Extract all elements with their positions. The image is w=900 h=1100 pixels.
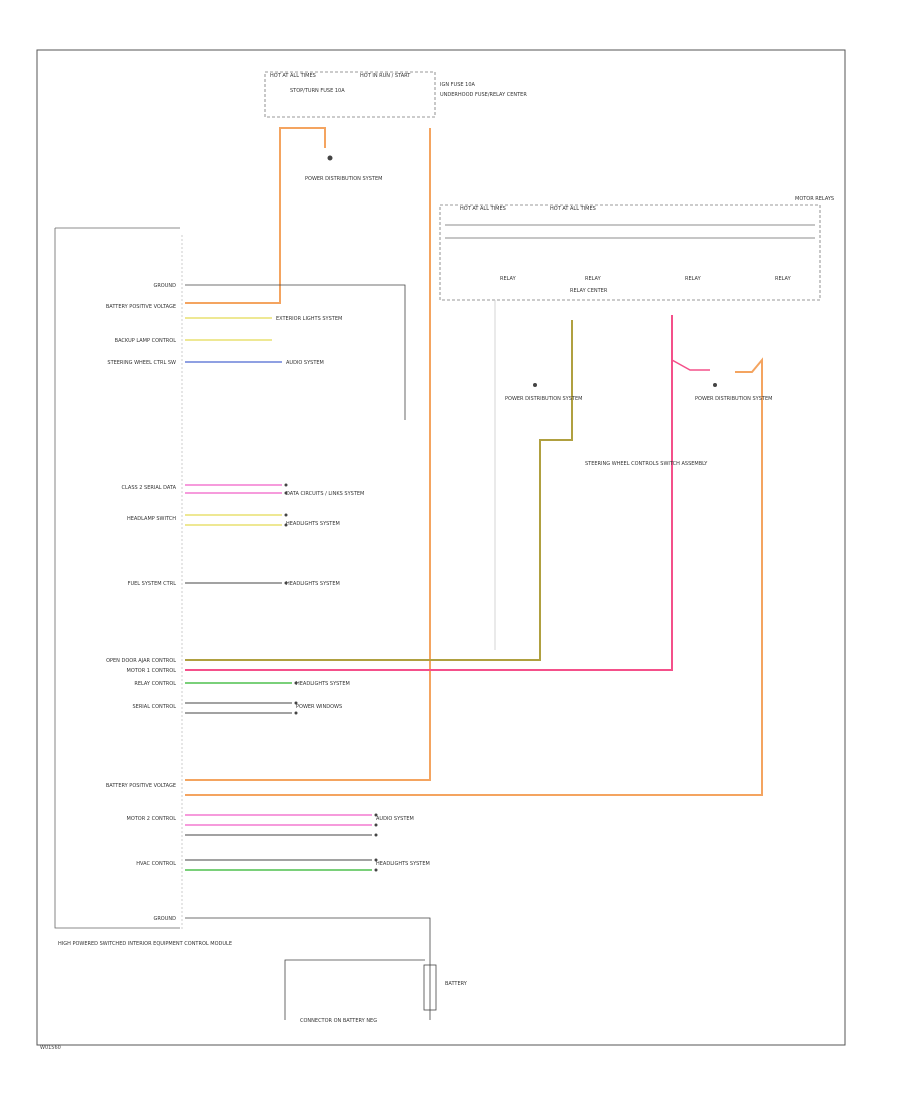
dest-label: EXTERIOR LIGHTS SYSTEM	[276, 316, 342, 322]
ground-symbol-icon-2	[533, 383, 537, 387]
dest-label: DATA CIRCUITS / LINKS SYSTEM	[286, 491, 364, 497]
bottom-ground-label: CONNECTOR ON BATTERY NEG	[300, 1018, 377, 1024]
ground-symbol-icon	[327, 155, 333, 161]
wire-orange-bat	[185, 128, 431, 781]
relay-2: RELAY	[585, 276, 602, 282]
section-label: GROUND	[153, 916, 176, 922]
section-label: BATTERY POSITIVE VOLTAGE	[106, 304, 176, 310]
wire-olive	[185, 320, 573, 661]
relay-box	[439, 204, 821, 301]
relay-3: RELAY	[685, 276, 702, 282]
section-label: FUEL SYSTEM CTRL	[128, 581, 177, 587]
wire-pink-relay	[671, 359, 710, 371]
battery-icon	[423, 964, 437, 1011]
dest-label: HEADLIGHTS SYSTEM	[376, 861, 430, 867]
dest-label: HEADLIGHTS SYSTEM	[296, 681, 350, 687]
relay-header-right: HOT AT ALL TIMES	[550, 206, 596, 212]
ground-symbol-icon-3	[713, 383, 717, 387]
section-label: GROUND	[153, 283, 176, 289]
top-fuse-left-label: STOP/TURN FUSE 10A	[290, 88, 345, 94]
wire-ground-top	[185, 284, 406, 420]
dest-label: POWER WINDOWS	[296, 704, 342, 710]
top-fuse-block: HOT AT ALL TIMES HOT IN RUN / START STOP…	[264, 71, 527, 182]
top-fuse-box	[264, 71, 436, 118]
section-label: HVAC CONTROL	[136, 861, 176, 867]
relay-title: MOTOR RELAYS	[795, 196, 834, 202]
battery-label: BATTERY	[445, 981, 468, 987]
dest-labels: EXTERIOR LIGHTS SYSTEM AUDIO SYSTEM DATA…	[276, 316, 430, 867]
wire-battery-neg	[284, 959, 425, 1020]
wire-orange-relay	[185, 357, 763, 796]
top-ground-label: POWER DISTRIBUTION SYSTEM	[305, 176, 382, 182]
right-ground-label-1: POWER DISTRIBUTION SYSTEM	[505, 396, 582, 402]
diagram-frame	[36, 49, 846, 1046]
figure-code: W01560	[40, 1045, 61, 1051]
section-label: BACKUP LAMP CONTROL	[115, 338, 177, 344]
wire-pink-motor	[185, 315, 673, 671]
relay-block: MOTOR RELAYS HOT AT ALL TIMES HOT AT ALL…	[439, 196, 834, 301]
pin-dots	[284, 483, 378, 872]
dest-label: HEADLIGHTS SYSTEM	[286, 581, 340, 587]
relay-4: RELAY	[775, 276, 792, 282]
top-fuse-right-label: IGN FUSE 10A	[440, 82, 475, 88]
section-label: HEADLAMP SWITCH	[127, 516, 176, 522]
dest-label: AUDIO SYSTEM	[376, 816, 414, 822]
module-label: HIGH POWERED SWITCHED INTERIOR EQUIPMENT…	[58, 941, 232, 947]
section-label: OPEN DOOR AJAR CONTROL	[106, 658, 176, 664]
dest-label: AUDIO SYSTEM	[286, 360, 324, 366]
top-fuse-header-right: HOT IN RUN / START	[360, 73, 411, 79]
relay-subtitle: RELAY CENTER	[570, 288, 608, 294]
section-label: CLASS 2 SERIAL DATA	[122, 485, 177, 491]
section-label: RELAY CONTROL	[134, 681, 176, 687]
section-label: STEERING WHEEL CTRL SW	[107, 360, 176, 366]
right-ground-label-2: POWER DISTRIBUTION SYSTEM	[695, 396, 772, 402]
mid-switch-label: STEERING WHEEL CONTROLS SWITCH ASSEMBLY	[585, 461, 708, 467]
module-outline	[54, 228, 180, 929]
top-fuse-header-left: HOT AT ALL TIMES	[270, 73, 316, 79]
wire-orange-top	[185, 127, 326, 304]
section-label: BATTERY POSITIVE VOLTAGE	[106, 783, 176, 789]
section-label: MOTOR 2 CONTROL	[127, 816, 177, 822]
relay-1: RELAY	[500, 276, 517, 282]
relay-header-left: HOT AT ALL TIMES	[460, 206, 506, 212]
section-labels: GROUND BATTERY POSITIVE VOLTAGE BACKUP L…	[106, 283, 177, 922]
top-fuse-module: UNDERHOOD FUSE/RELAY CENTER	[440, 92, 527, 98]
section-label: MOTOR 1 CONTROL	[127, 668, 177, 674]
wire-battery-bottom	[185, 917, 431, 1020]
section-label: SERIAL CONTROL	[133, 704, 177, 710]
dest-label: HEADLIGHTS SYSTEM	[286, 521, 340, 527]
